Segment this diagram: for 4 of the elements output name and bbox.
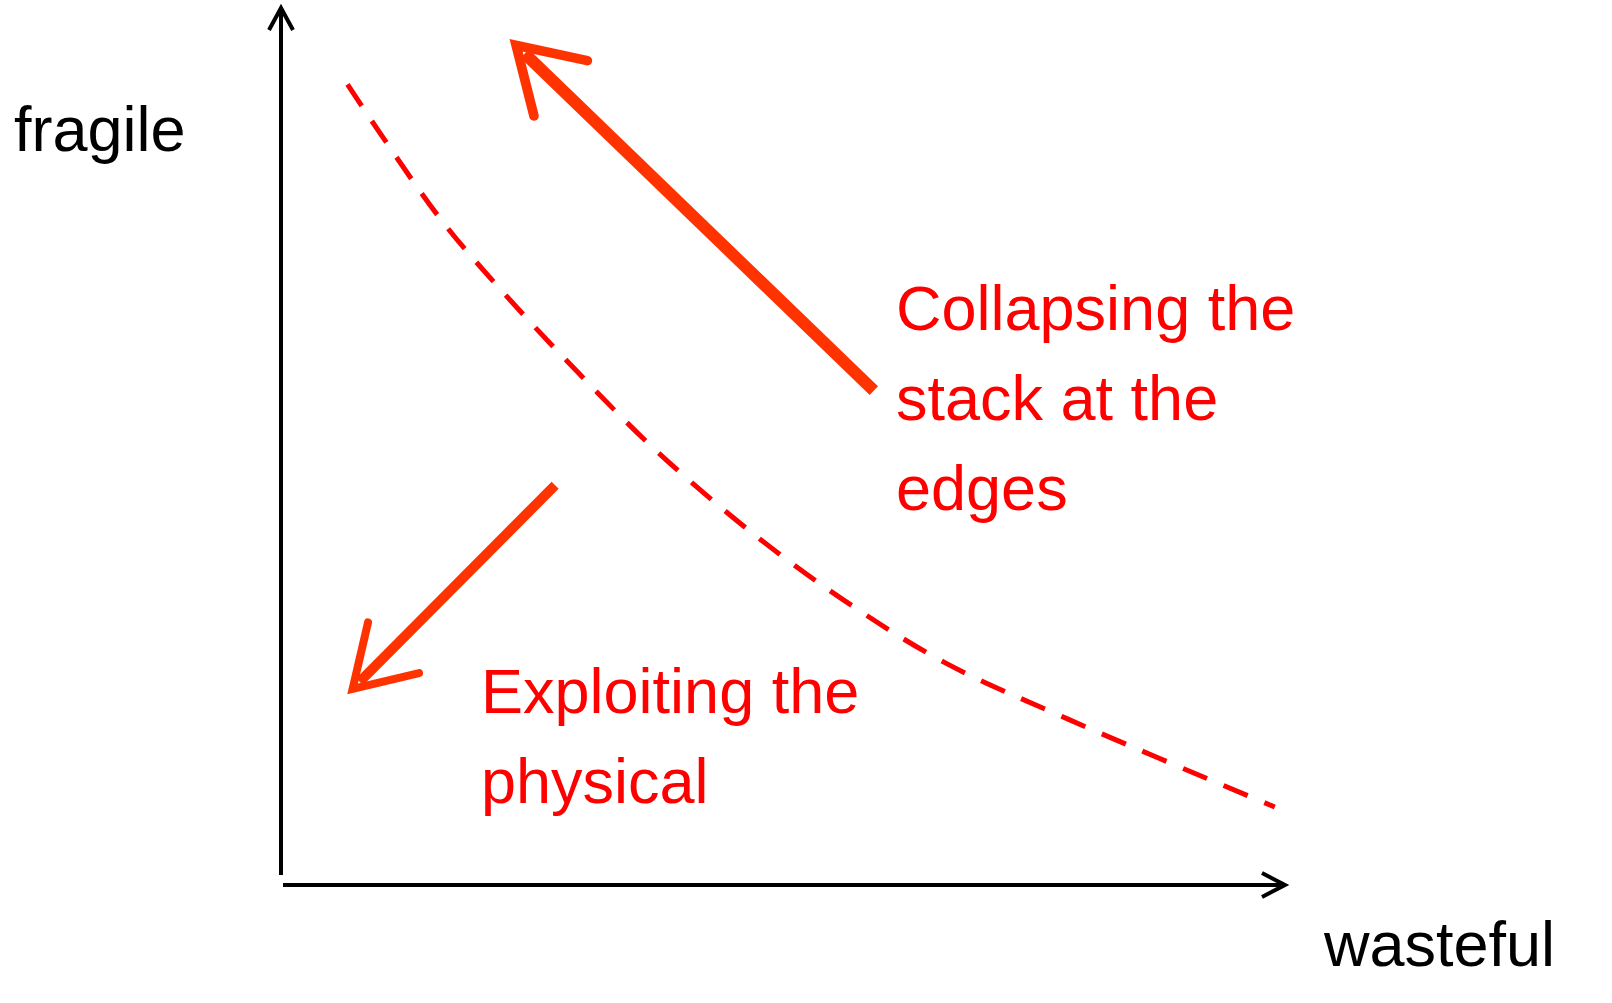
axis-label: fragile [14,93,187,166]
annotation-text: Exploiting the physical [481,655,861,818]
axis-label: wasteful [1324,908,1557,980]
annotation-text: Collapsing the stack at the edges [896,272,1297,525]
